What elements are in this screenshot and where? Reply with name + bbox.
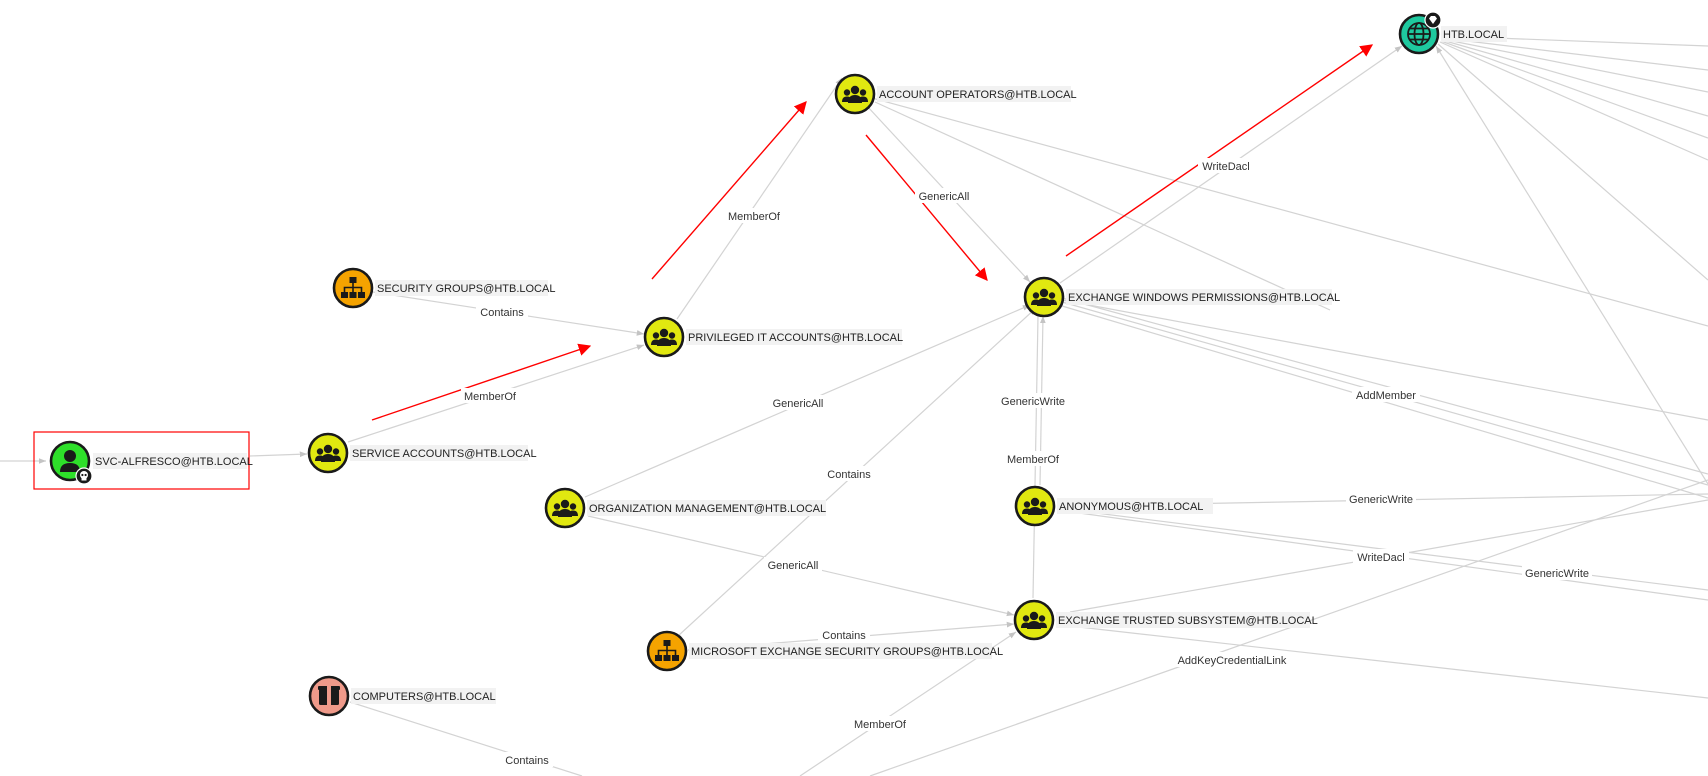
node-label: EXCHANGE WINDOWS PERMISSIONS@HTB.LOCAL (1068, 292, 1340, 304)
path-arrow-privit-to-accops (651, 101, 807, 280)
node-computers[interactable]: COMPUTERS@HTB.LOCAL (308, 675, 496, 717)
edge-label-text: Contains (505, 755, 549, 767)
edge-label-text: GenericAll (919, 191, 970, 203)
edge-label[interactable]: Contains (823, 466, 875, 481)
node-svc-alfresco[interactable]: SVC-ALFRESCO@HTB.LOCAL (33, 431, 253, 490)
edge-right-htb-2[interactable] (1437, 43, 1708, 281)
ou-icon (655, 640, 679, 661)
nodes-layer: SVC-ALFRESCO@HTB.LOCAL SERVICE ACCOUNTS@… (33, 11, 1507, 717)
edge-label-text: WriteDacl (1202, 161, 1249, 173)
group-icon (1031, 288, 1057, 306)
edge-label[interactable]: Contains (476, 304, 528, 319)
node-exchange-trusted-subsystem[interactable]: EXCHANGE TRUSTED SUBSYSTEM@HTB.LOCAL (1013, 599, 1318, 641)
edge-label[interactable]: Contains (818, 627, 870, 642)
group-icon (1022, 497, 1048, 515)
user-icon (60, 450, 80, 472)
node-label: SERVICE ACCOUNTS@HTB.LOCAL (352, 448, 537, 460)
edge-label[interactable]: MemberOf (1004, 451, 1062, 466)
edge-exwp-right-4[interactable] (1061, 297, 1708, 475)
node-label: EXCHANGE TRUSTED SUBSYSTEM@HTB.LOCAL (1058, 615, 1318, 627)
edge-accops-right-2[interactable] (871, 97, 1708, 327)
node-label: ANONYMOUS@HTB.LOCAL (1059, 501, 1203, 513)
path-arrow-accops-to-exwp (865, 134, 988, 281)
edge-label-text: AddMember (1356, 390, 1416, 402)
edge-label[interactable]: GenericAll (769, 395, 827, 410)
node-label: SECURITY GROUPS@HTB.LOCAL (377, 283, 555, 295)
edge-label-text: GenericWrite (1349, 494, 1413, 506)
edge-label-text: GenericAll (768, 560, 819, 572)
edge-right-htb-5[interactable] (1441, 39, 1708, 117)
edge-accops-right-1[interactable] (874, 101, 1331, 311)
group-icon (315, 444, 341, 462)
edge-label[interactable]: AddMember (1352, 387, 1420, 402)
edge-label-text: GenericAll (773, 398, 824, 410)
edge-right-htb-7[interactable] (1441, 37, 1708, 71)
node-label: PRIVILEGED IT ACCOUNTS@HTB.LOCAL (688, 332, 903, 344)
edge-label-text: AddKeyCredentialLink (1178, 655, 1287, 667)
path-arrow-exwp-to-htb (1065, 44, 1374, 257)
edge-label-text: GenericWrite (1001, 396, 1065, 408)
globe-icon (1407, 22, 1431, 46)
ou-icon (341, 277, 365, 298)
edges-layer (0, 35, 1708, 776)
edge-label[interactable]: MemberOf (461, 388, 519, 403)
edge-exwp-right-3[interactable] (1061, 299, 1708, 421)
node-account-operators[interactable]: ACCOUNT OPERATORS@HTB.LOCAL (834, 73, 1077, 115)
edge-right-htb-1[interactable] (1435, 45, 1708, 485)
edge-label[interactable]: WriteDacl (1353, 549, 1409, 564)
node-label: ACCOUNT OPERATORS@HTB.LOCAL (879, 89, 1077, 101)
node-label: HTB.LOCAL (1443, 29, 1504, 41)
node-microsoft-exchange-security-groups[interactable]: MICROSOFT EXCHANGE SECURITY GROUPS@HTB.L… (646, 630, 1003, 672)
node-label: MICROSOFT EXCHANGE SECURITY GROUPS@HTB.L… (691, 646, 1003, 658)
path-arrow-svc-to-privit (371, 343, 592, 421)
edge-exts-right-2[interactable] (1069, 625, 1708, 699)
edge-label-text: MemberOf (1007, 454, 1060, 466)
edge-right-htb-6[interactable] (1441, 38, 1708, 93)
edge-label-text: Contains (827, 469, 871, 481)
edge-label[interactable]: GenericWrite (998, 393, 1068, 408)
edge-privit-accops-memberof[interactable] (676, 77, 843, 320)
edge-label-text: GenericWrite (1525, 568, 1589, 580)
group-icon (1021, 611, 1047, 629)
node-label: ORGANIZATION MANAGEMENT@HTB.LOCAL (589, 503, 826, 515)
edge-label[interactable]: Contains (501, 752, 553, 767)
edge-label[interactable]: GenericAll (764, 557, 822, 572)
group-icon (651, 328, 677, 346)
edge-label-text: MemberOf (728, 211, 781, 223)
node-exchange-windows-permissions[interactable]: EXCHANGE WINDOWS PERMISSIONS@HTB.LOCAL (1023, 276, 1340, 318)
edge-label[interactable]: MemberOf (725, 208, 783, 223)
edge-label[interactable]: MemberOf (851, 716, 909, 731)
edge-label-text: Contains (822, 630, 866, 642)
edge-label[interactable]: GenericAll (915, 188, 973, 203)
attack-path-arrows (371, 44, 1374, 421)
node-service-accounts[interactable]: SERVICE ACCOUNTS@HTB.LOCAL (307, 432, 537, 474)
edge-right-htb-4[interactable] (1440, 40, 1708, 139)
edge-label-text: MemberOf (854, 719, 907, 731)
node-anonymous[interactable]: ANONYMOUS@HTB.LOCAL (1014, 485, 1213, 527)
skull-badge-icon (75, 467, 93, 485)
edge-label[interactable]: GenericWrite (1346, 491, 1416, 506)
group-icon (552, 499, 578, 517)
node-label: SVC-ALFRESCO@HTB.LOCAL (95, 456, 253, 468)
node-label: COMPUTERS@HTB.LOCAL (353, 691, 496, 703)
edge-label-text: WriteDacl (1357, 552, 1404, 564)
edge-label-text: MemberOf (464, 391, 517, 403)
edge-labels: Contains MemberOf MemberOf GenericAll Wr… (461, 158, 1592, 767)
edge-label-text: Contains (480, 307, 524, 319)
edge-svc-svcacc[interactable] (249, 451, 308, 458)
node-privileged-it-accounts[interactable]: PRIVILEGED IT ACCOUNTS@HTB.LOCAL (643, 316, 903, 358)
node-htb-local[interactable]: HTB.LOCAL (1398, 11, 1507, 55)
edge-label[interactable]: AddKeyCredentialLink (1172, 652, 1292, 667)
container-icon (318, 686, 340, 705)
node-security-groups[interactable]: SECURITY GROUPS@HTB.LOCAL (332, 267, 555, 309)
edge-label[interactable]: GenericWrite (1522, 565, 1592, 580)
edge-right-htb-3[interactable] (1439, 41, 1708, 161)
node-organization-management[interactable]: ORGANIZATION MANAGEMENT@HTB.LOCAL (544, 487, 826, 529)
highlight-box (33, 431, 250, 490)
edge-label[interactable]: WriteDacl (1198, 158, 1254, 173)
gem-badge-icon (1424, 11, 1442, 29)
group-icon (842, 85, 868, 103)
